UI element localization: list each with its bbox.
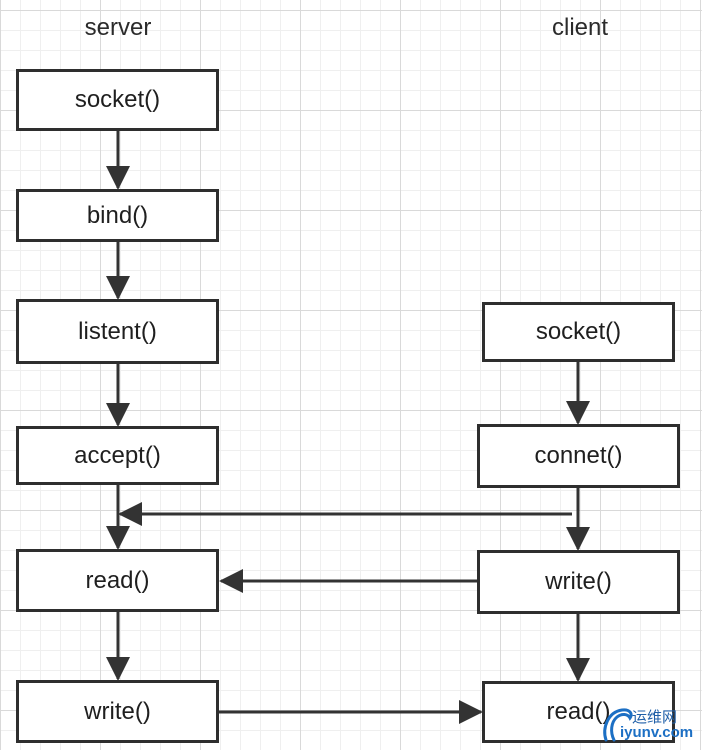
server-accept-box: accept() bbox=[16, 426, 219, 485]
server-bind-box: bind() bbox=[16, 189, 219, 242]
server-read-label: read() bbox=[85, 566, 150, 594]
server-listent-label: listent() bbox=[78, 317, 157, 345]
server-write-box: write() bbox=[16, 680, 219, 743]
client-socket-label: socket() bbox=[535, 318, 622, 345]
client-read-box: read() bbox=[482, 681, 675, 743]
server-listent-box: listent() bbox=[16, 299, 219, 364]
server-write-label: write() bbox=[84, 697, 151, 725]
client-read-label: read() bbox=[546, 698, 611, 725]
server-accept-label: accept() bbox=[74, 441, 161, 469]
server-bind-label: bind() bbox=[86, 201, 149, 229]
watermark-logo: 运维网 iyunv.com bbox=[598, 702, 700, 748]
client-socket-box: socket() bbox=[482, 302, 675, 362]
client-column-header: client bbox=[551, 14, 609, 41]
watermark-name: 运维网 bbox=[632, 708, 678, 726]
client-connet-label: connet() bbox=[534, 442, 623, 469]
swirl-icon bbox=[603, 708, 633, 742]
client-connet-box: connet() bbox=[477, 424, 680, 488]
client-write-label: write() bbox=[545, 568, 612, 595]
watermark-url: iyunv.com bbox=[620, 724, 694, 741]
client-write-box: write() bbox=[477, 550, 680, 614]
server-read-box: read() bbox=[16, 549, 219, 612]
server-socket-box: socket() bbox=[16, 69, 219, 131]
server-column-header: server bbox=[84, 14, 152, 41]
server-socket-label: socket() bbox=[74, 86, 161, 113]
